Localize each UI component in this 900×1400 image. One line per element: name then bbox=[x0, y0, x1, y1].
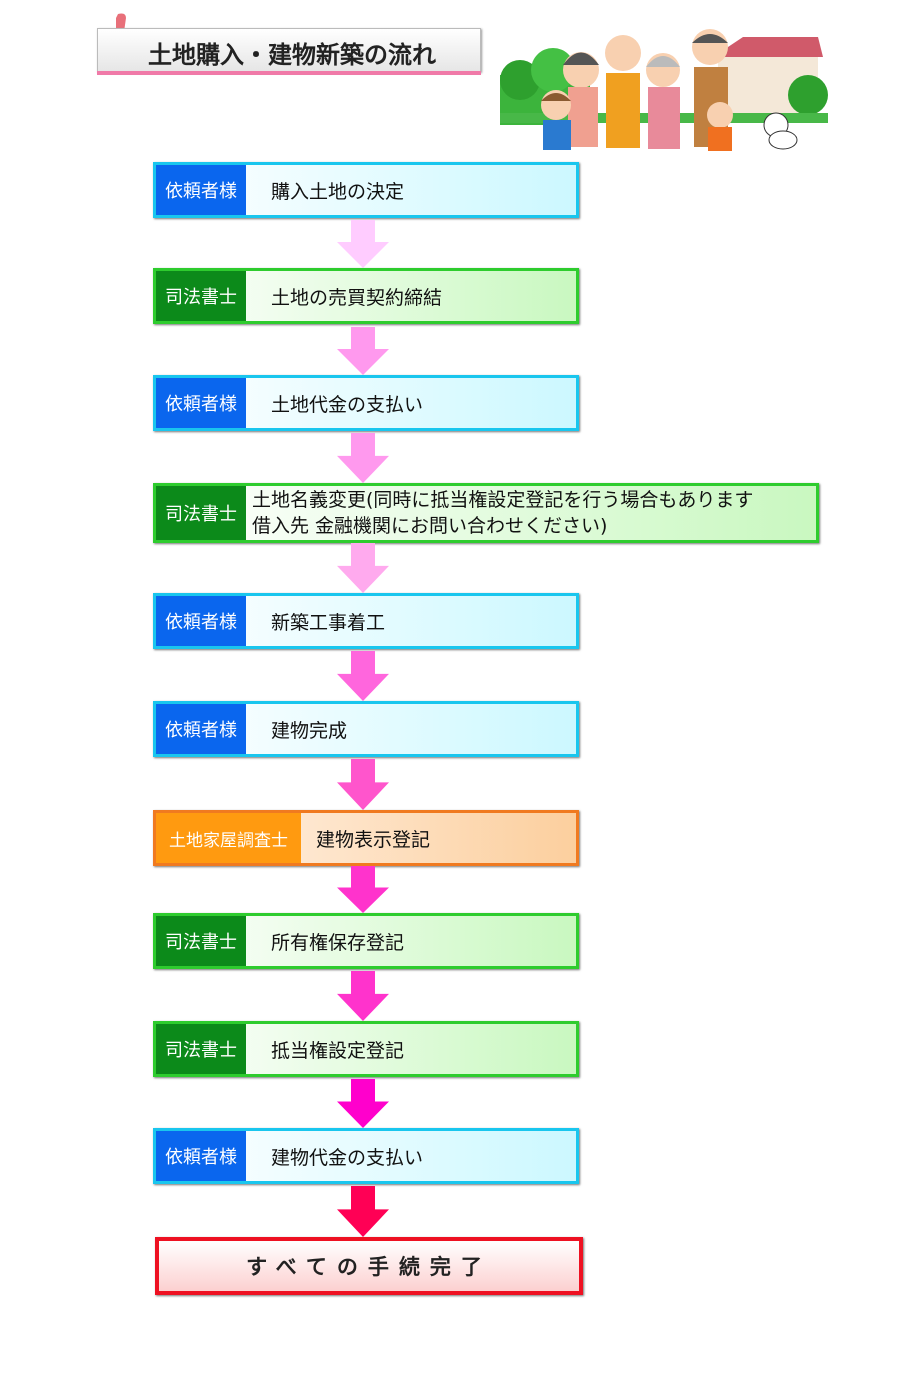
step-text: 建物表示登記 bbox=[316, 813, 430, 863]
down-arrow-icon bbox=[337, 1079, 389, 1128]
role-label: 土地家屋調査士 bbox=[156, 813, 301, 863]
step-text-line: 購入土地の決定 bbox=[271, 180, 405, 203]
down-arrow-icon bbox=[337, 220, 389, 268]
step-text-line: 土地名義変更(同時に抵当権設定登記を行う場合もあります bbox=[252, 489, 754, 511]
final-step-box: すべての手続完了 bbox=[155, 1237, 583, 1295]
flow-step: 司法書士 抵当権設定登記 bbox=[153, 1021, 579, 1077]
role-label: 司法書士 bbox=[156, 271, 246, 321]
flow-step: 司法書士 土地の売買契約締結 bbox=[153, 268, 579, 324]
step-text-line: 抵当権設定登記 bbox=[271, 1039, 405, 1062]
flow-step: 司法書士 所有権保存登記 bbox=[153, 913, 579, 969]
step-text: 土地の売買契約締結 bbox=[271, 271, 442, 321]
page-title: 土地購入・建物新築の流れ bbox=[148, 41, 436, 69]
step-text-line: 土地代金の支払い bbox=[271, 393, 424, 416]
role-label: 司法書士 bbox=[156, 916, 246, 966]
step-text-line: 所有権保存登記 bbox=[271, 931, 405, 954]
step-text: 新築工事着工 bbox=[271, 596, 385, 646]
flow-step: 依頼者様 土地代金の支払い bbox=[153, 375, 579, 431]
flow-step: 司法書士土地名義変更(同時に抵当権設定登記を行う場合もあります借入先 金融機関に… bbox=[153, 483, 819, 543]
final-step-text: すべての手続完了 bbox=[246, 1255, 492, 1279]
role-label: 依頼者様 bbox=[156, 165, 246, 215]
flow-step: 依頼者様 建物完成 bbox=[153, 701, 579, 757]
step-text-line: 新築工事着工 bbox=[271, 611, 386, 634]
step-text: 建物代金の支払い bbox=[271, 1131, 423, 1181]
down-arrow-icon bbox=[337, 543, 389, 593]
role-label: 司法書士 bbox=[156, 486, 246, 540]
role-label: 依頼者様 bbox=[156, 1131, 246, 1181]
step-text-line: 借入先 金融機関にお問い合わせください) bbox=[252, 515, 608, 537]
flow-step: 依頼者様 新築工事着工 bbox=[153, 593, 579, 649]
step-text: 所有権保存登記 bbox=[271, 916, 404, 966]
step-text-line: 土地の売買契約締結 bbox=[271, 286, 443, 309]
down-arrow-icon bbox=[337, 971, 389, 1021]
down-arrow-icon bbox=[337, 866, 389, 913]
flow-step: 土地家屋調査士建物表示登記 bbox=[153, 810, 579, 866]
step-text-line: 建物表示登記 bbox=[316, 828, 431, 851]
flow-step: 依頼者様 購入土地の決定 bbox=[153, 162, 579, 218]
family-illustration bbox=[500, 29, 828, 151]
title-underline bbox=[97, 71, 481, 75]
down-arrow-icon bbox=[337, 1186, 389, 1237]
step-text-line: 建物完成 bbox=[271, 719, 348, 742]
step-text: 建物完成 bbox=[271, 704, 347, 754]
flow-step: 依頼者様 建物代金の支払い bbox=[153, 1128, 579, 1184]
step-text: 土地代金の支払い bbox=[271, 378, 423, 428]
step-text: 抵当権設定登記 bbox=[271, 1024, 404, 1074]
step-text-line: 建物代金の支払い bbox=[271, 1146, 424, 1169]
role-label: 依頼者様 bbox=[156, 704, 246, 754]
role-label: 司法書士 bbox=[156, 1024, 246, 1074]
role-label: 依頼者様 bbox=[156, 378, 246, 428]
down-arrow-icon bbox=[337, 327, 389, 375]
page-title-box: 土地購入・建物新築の流れ bbox=[97, 28, 481, 72]
role-label: 依頼者様 bbox=[156, 596, 246, 646]
step-text: 購入土地の決定 bbox=[271, 165, 404, 215]
step-text: 土地名義変更(同時に抵当権設定登記を行う場合もあります借入先 金融機関にお問い合… bbox=[252, 486, 753, 540]
down-arrow-icon bbox=[337, 651, 389, 701]
down-arrow-icon bbox=[337, 433, 389, 483]
down-arrow-icon bbox=[337, 759, 389, 810]
